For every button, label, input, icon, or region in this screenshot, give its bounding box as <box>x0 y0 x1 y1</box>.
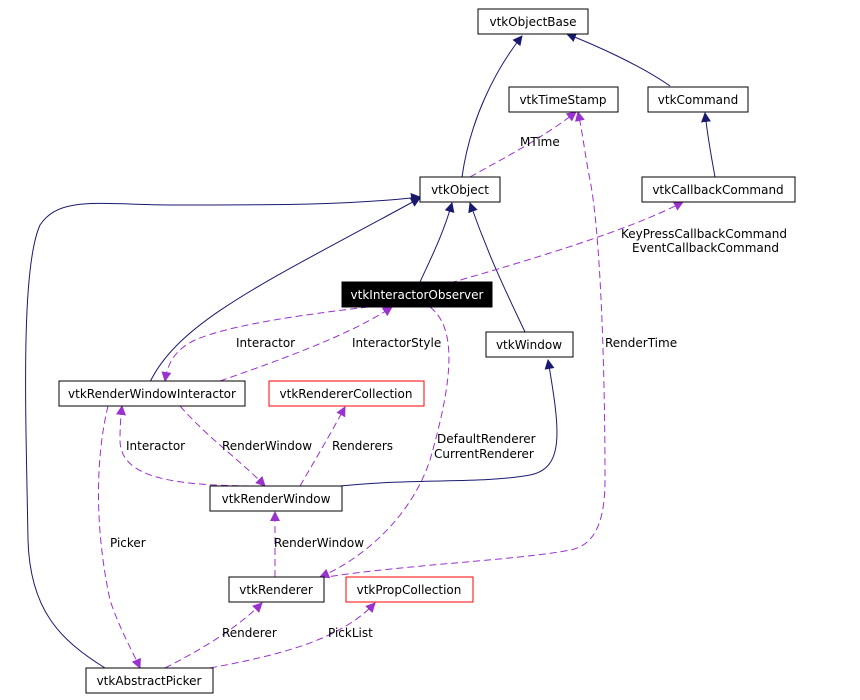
edge-picker-to-proplist <box>209 602 376 669</box>
svg-text:vtkObject: vtkObject <box>431 183 489 197</box>
label-renderers: Renderers <box>332 439 393 453</box>
svg-text:vtkRenderer: vtkRenderer <box>239 583 313 597</box>
edge-object-mtime <box>469 111 577 178</box>
edge-command-to-objectbase <box>566 32 671 87</box>
edge-labels: MTime KeyPressCallbackCommand EventCallb… <box>110 135 787 640</box>
svg-text:vtkAbstractPicker: vtkAbstractPicker <box>97 674 202 688</box>
edge-observer-to-object <box>419 202 455 283</box>
node-vtkcommand[interactable]: vtkCommand <box>647 86 749 113</box>
svg-text:vtkPropCollection: vtkPropCollection <box>357 583 462 597</box>
edge-rw-renderers <box>299 406 346 487</box>
edge-rwi-to-picker <box>97 405 141 669</box>
label-current-renderer: CurrentRenderer <box>434 447 534 461</box>
svg-text:vtkRenderWindowInteractor: vtkRenderWindowInteractor <box>68 387 236 401</box>
label-interactor-style: InteractorStyle <box>352 336 441 350</box>
label-keypress-callback: KeyPressCallbackCommand <box>621 227 787 241</box>
label-interactor-2: Interactor <box>126 439 185 453</box>
label-render-time: RenderTime <box>605 336 677 350</box>
svg-text:vtkCommand: vtkCommand <box>658 93 738 107</box>
node-vtkwindow[interactable]: vtkWindow <box>485 331 574 358</box>
node-vtkrenderer[interactable]: vtkRenderer <box>228 576 325 603</box>
usage-edges <box>97 111 684 669</box>
node-vtkinteractorobserver[interactable]: vtkInteractorObserver <box>341 281 493 308</box>
svg-text:vtkObjectBase: vtkObjectBase <box>489 15 576 29</box>
label-pick-list: PickList <box>328 626 373 640</box>
edge-window-to-object <box>468 202 526 333</box>
node-vtkpropcollection[interactable]: vtkPropCollection <box>345 576 474 603</box>
edge-renderwindow-to-window <box>339 359 558 487</box>
svg-text:vtkWindow: vtkWindow <box>496 338 562 352</box>
label-mtime: MTime <box>520 135 560 149</box>
edge-object-to-objectbase <box>461 35 523 178</box>
node-vtkabstractpicker[interactable]: vtkAbstractPicker <box>85 667 214 694</box>
edge-rw-to-rwi <box>116 405 251 487</box>
svg-text:vtkCallbackCommand: vtkCallbackCommand <box>652 183 783 197</box>
label-renderer: Renderer <box>222 626 277 640</box>
node-vtkrenderercollection[interactable]: vtkRendererCollection <box>268 380 425 407</box>
inheritance-edges <box>25 32 716 669</box>
node-vtkrenderwindow[interactable]: vtkRenderWindow <box>209 485 343 512</box>
edge-rwi-to-object <box>149 197 421 383</box>
edge-observer-to-rwi <box>161 306 369 382</box>
node-vtkrenderwindowinteractor[interactable]: vtkRenderWindowInteractor <box>58 380 246 407</box>
node-vtkcallbackcommand[interactable]: vtkCallbackCommand <box>641 176 796 203</box>
node-vtkobject[interactable]: vtkObject <box>419 176 501 203</box>
node-vtkobjectbase[interactable]: vtkObjectBase <box>477 8 589 35</box>
svg-text:vtkRenderWindow: vtkRenderWindow <box>222 492 331 506</box>
edge-callback-to-command <box>701 112 716 178</box>
svg-text:vtkInteractorObserver: vtkInteractorObserver <box>351 288 484 302</box>
edge-renderer-rendertime <box>319 111 606 579</box>
label-event-callback: EventCallbackCommand <box>632 241 779 255</box>
node-vtktimestamp[interactable]: vtkTimeStamp <box>508 86 619 113</box>
edge-rwi-to-rw <box>179 405 266 487</box>
label-interactor: Interactor <box>236 336 295 350</box>
edge-picker-to-object <box>25 193 421 669</box>
svg-text:vtkRendererCollection: vtkRendererCollection <box>280 387 413 401</box>
edge-observer-callbacks <box>449 201 684 284</box>
edge-observer-to-renderer <box>319 306 450 579</box>
edge-rwi-to-observer <box>219 306 393 382</box>
label-default-renderer: DefaultRenderer <box>437 432 536 446</box>
svg-text:vtkTimeStamp: vtkTimeStamp <box>519 93 606 107</box>
label-render-window: RenderWindow <box>222 439 312 453</box>
label-picker: Picker <box>110 536 146 550</box>
edge-picker-to-renderer <box>164 602 263 669</box>
label-render-window-2: RenderWindow <box>274 536 364 550</box>
